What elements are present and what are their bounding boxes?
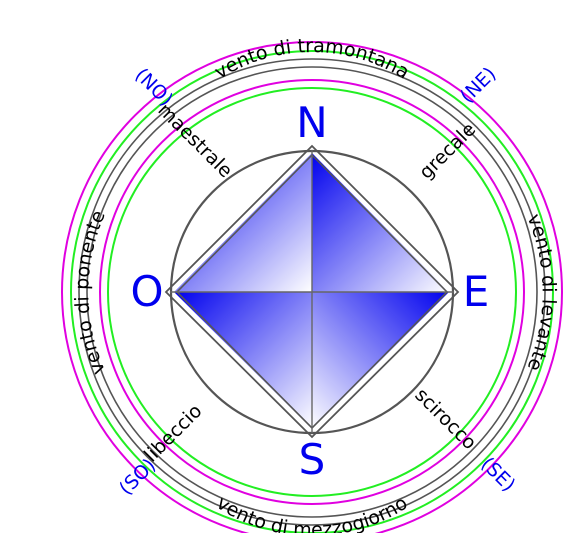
cardinal-north: N [296,98,327,147]
intercardinal-ne: (NE) [456,63,501,108]
wind-east-text: vento di levante [523,211,560,374]
wind-nw-label: maestrale [153,99,236,182]
wind-east-label: vento di levante [523,211,560,374]
cardinal-east: E [463,267,490,316]
wind-west-label: vento di ponente [71,207,110,378]
wind-se-label: scirocco [410,384,480,454]
wind-west-text: vento di ponente [71,207,110,378]
wind-south-text: vento di mezzogiorno [213,492,412,533]
wind-south-label: vento di mezzogiorno [213,492,412,533]
cardinal-south: S [299,435,326,484]
wind-sw-label: libeccio [140,400,207,467]
intercardinal-se: (SE) [476,453,519,496]
cardinal-west: O [130,267,163,316]
